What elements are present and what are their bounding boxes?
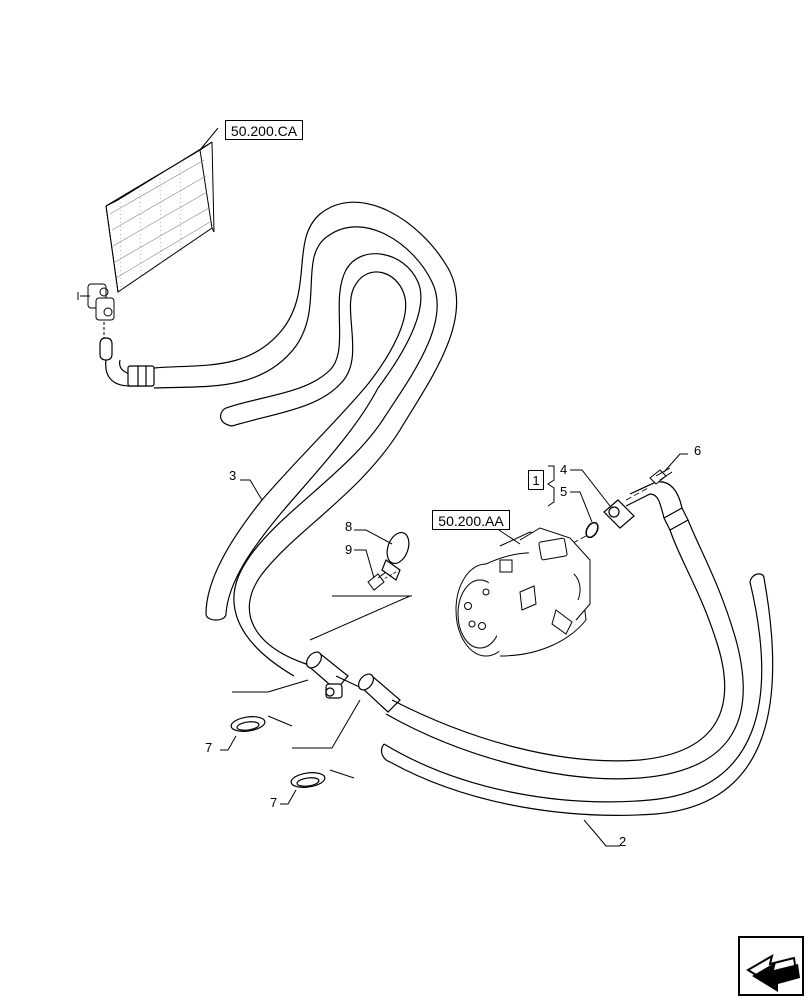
callout-clip-8: 8	[345, 519, 353, 534]
callout-hose-3: 3	[229, 468, 237, 483]
callout-fitting-4: 4	[560, 462, 568, 477]
o-ring-7-upper	[230, 716, 266, 732]
callout-ring-5: 5	[560, 484, 568, 499]
ring-5	[585, 521, 599, 539]
reference-compressor[interactable]: 50.200.AA	[432, 510, 510, 530]
callout-o-ring-7-lower: 7	[270, 795, 278, 810]
callout-screw-9: 9	[345, 542, 353, 557]
leader-lines	[220, 453, 688, 847]
compressor	[455, 527, 591, 657]
reference-evaporator[interactable]: 50.200.CA	[225, 120, 303, 140]
callout-o-ring-7-upper: 7	[205, 740, 213, 755]
hose-2	[380, 481, 774, 816]
section-lines	[232, 595, 412, 779]
callout-hose-2: 2	[619, 834, 627, 849]
group-box: 1	[528, 470, 544, 490]
evaporator-core	[77, 141, 215, 342]
o-ring-7-lower	[290, 772, 326, 788]
bolt-6	[649, 467, 673, 485]
arrow-back-icon[interactable]	[738, 936, 804, 996]
clip-8	[381, 531, 410, 581]
screw-9	[367, 571, 387, 591]
hose-junction	[305, 651, 401, 713]
fitting-4	[603, 499, 635, 529]
callout-bolt-6: 6	[694, 443, 702, 458]
hose-3	[99, 201, 458, 677]
